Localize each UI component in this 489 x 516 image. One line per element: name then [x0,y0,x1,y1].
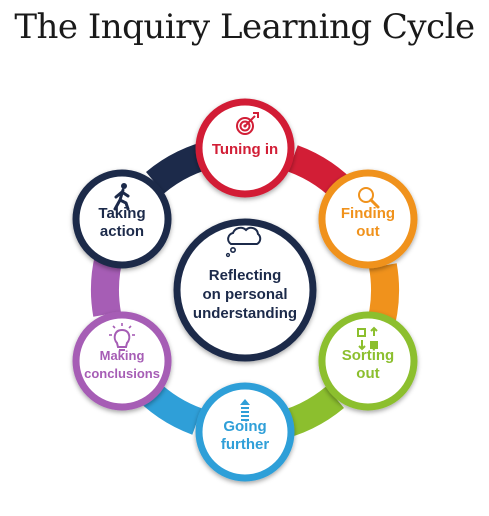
center-label-line: understanding [193,305,297,322]
stage-circle [195,98,295,198]
stage-circle [318,311,418,411]
stage-label-line: Sorting [342,347,395,364]
stage-making-conclusions: Making conclusions [72,311,172,411]
stage-label-line: Making [100,348,145,363]
stage-circle [72,311,172,411]
stage-circle [72,169,172,269]
center-label: Reflecting on personal understanding [193,267,297,322]
center-circle: Reflecting on personal understanding [173,218,317,362]
stage-label-line: Taking [98,205,145,222]
stage-circle [318,169,418,269]
stage-label-line: out [356,223,379,240]
thought-cloud-icon [225,226,262,258]
stage-circle [195,382,295,482]
stage-tuning-in: Tuning in [195,98,295,198]
stage-label-line: out [356,365,379,382]
stage-label-line: conclusions [84,366,160,381]
center-label-line: Reflecting [209,267,282,284]
stage-label-line: further [221,436,269,453]
stage-label-line: action [100,223,144,240]
target-icon [236,112,259,135]
arrow-up-icon [240,399,250,421]
stage-label-line: Finding [341,205,395,222]
lightbulb-icon [109,323,135,351]
center-label-line: on personal [202,286,287,303]
stage-label: Making conclusions [84,348,160,381]
stage-label-line: Tuning in [212,141,278,158]
stage-label-line: Going [223,418,266,435]
walking-person-icon [113,183,130,211]
magnifier-icon [358,187,380,209]
stage-label: Tuning in [212,141,278,158]
sort-icon [357,326,378,351]
page-title: The Inquiry Learning Cycle [14,7,475,47]
